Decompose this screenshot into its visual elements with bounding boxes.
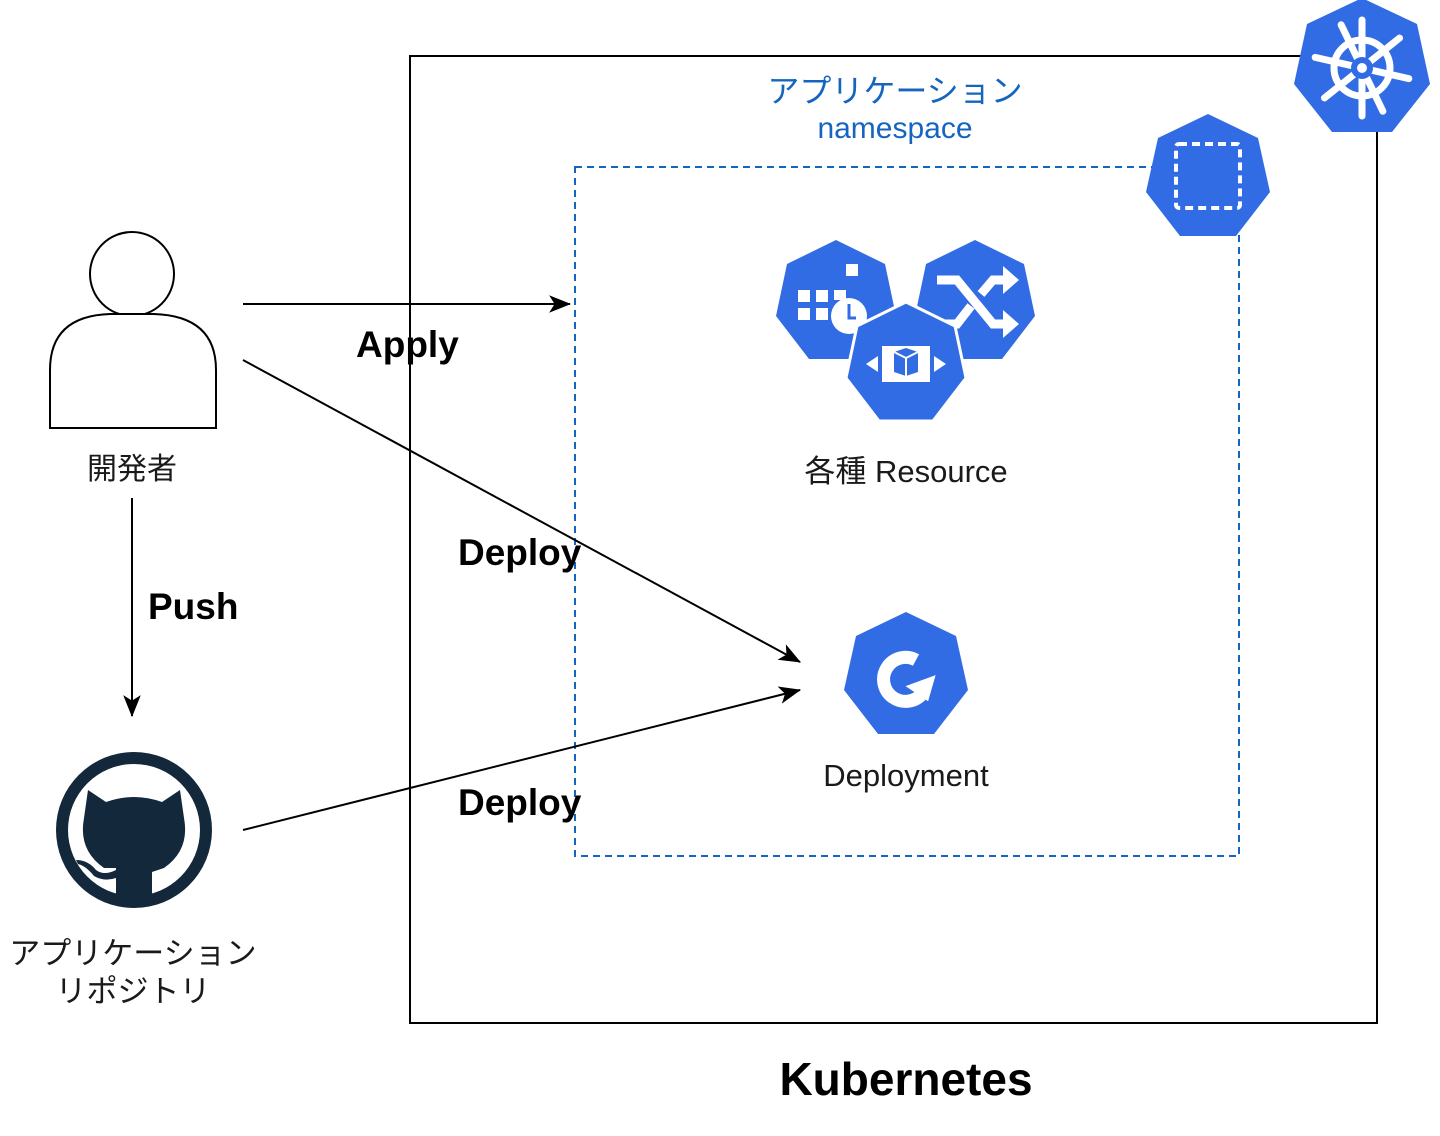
deployment-icon: [844, 612, 968, 734]
edge-label-push: Push: [148, 586, 239, 627]
edge-label-repository-deploy: Deploy: [458, 782, 582, 823]
namespace-title-line2: namespace: [817, 112, 973, 145]
edge-label-developer-deploy: Deploy: [458, 532, 582, 573]
replicaset-icon: [844, 300, 968, 423]
deployment-label: Deployment: [823, 758, 989, 793]
user-icon: [49, 231, 217, 429]
namespace-title-line1: アプリケーション: [767, 73, 1023, 109]
edge-repository-deploy[interactable]: [242, 686, 802, 831]
github-icon: [56, 752, 212, 908]
resources-label: 各種 Resource: [804, 454, 1008, 489]
kubernetes-cluster-frame[interactable]: [409, 55, 1378, 1024]
repository-label-line1: アプリケーション: [9, 936, 257, 971]
kubernetes-helm-icon: [1294, 0, 1430, 132]
edge-label-apply: Apply: [356, 324, 459, 365]
repository-label-line2: リポジトリ: [55, 974, 211, 1009]
namespace-frame[interactable]: [574, 166, 1240, 857]
cluster-title: Kubernetes: [779, 1053, 1033, 1105]
namespace-icon: [1146, 114, 1270, 236]
developer-label: 開発者: [87, 453, 177, 486]
edge-developer-deploy[interactable]: [242, 359, 801, 663]
